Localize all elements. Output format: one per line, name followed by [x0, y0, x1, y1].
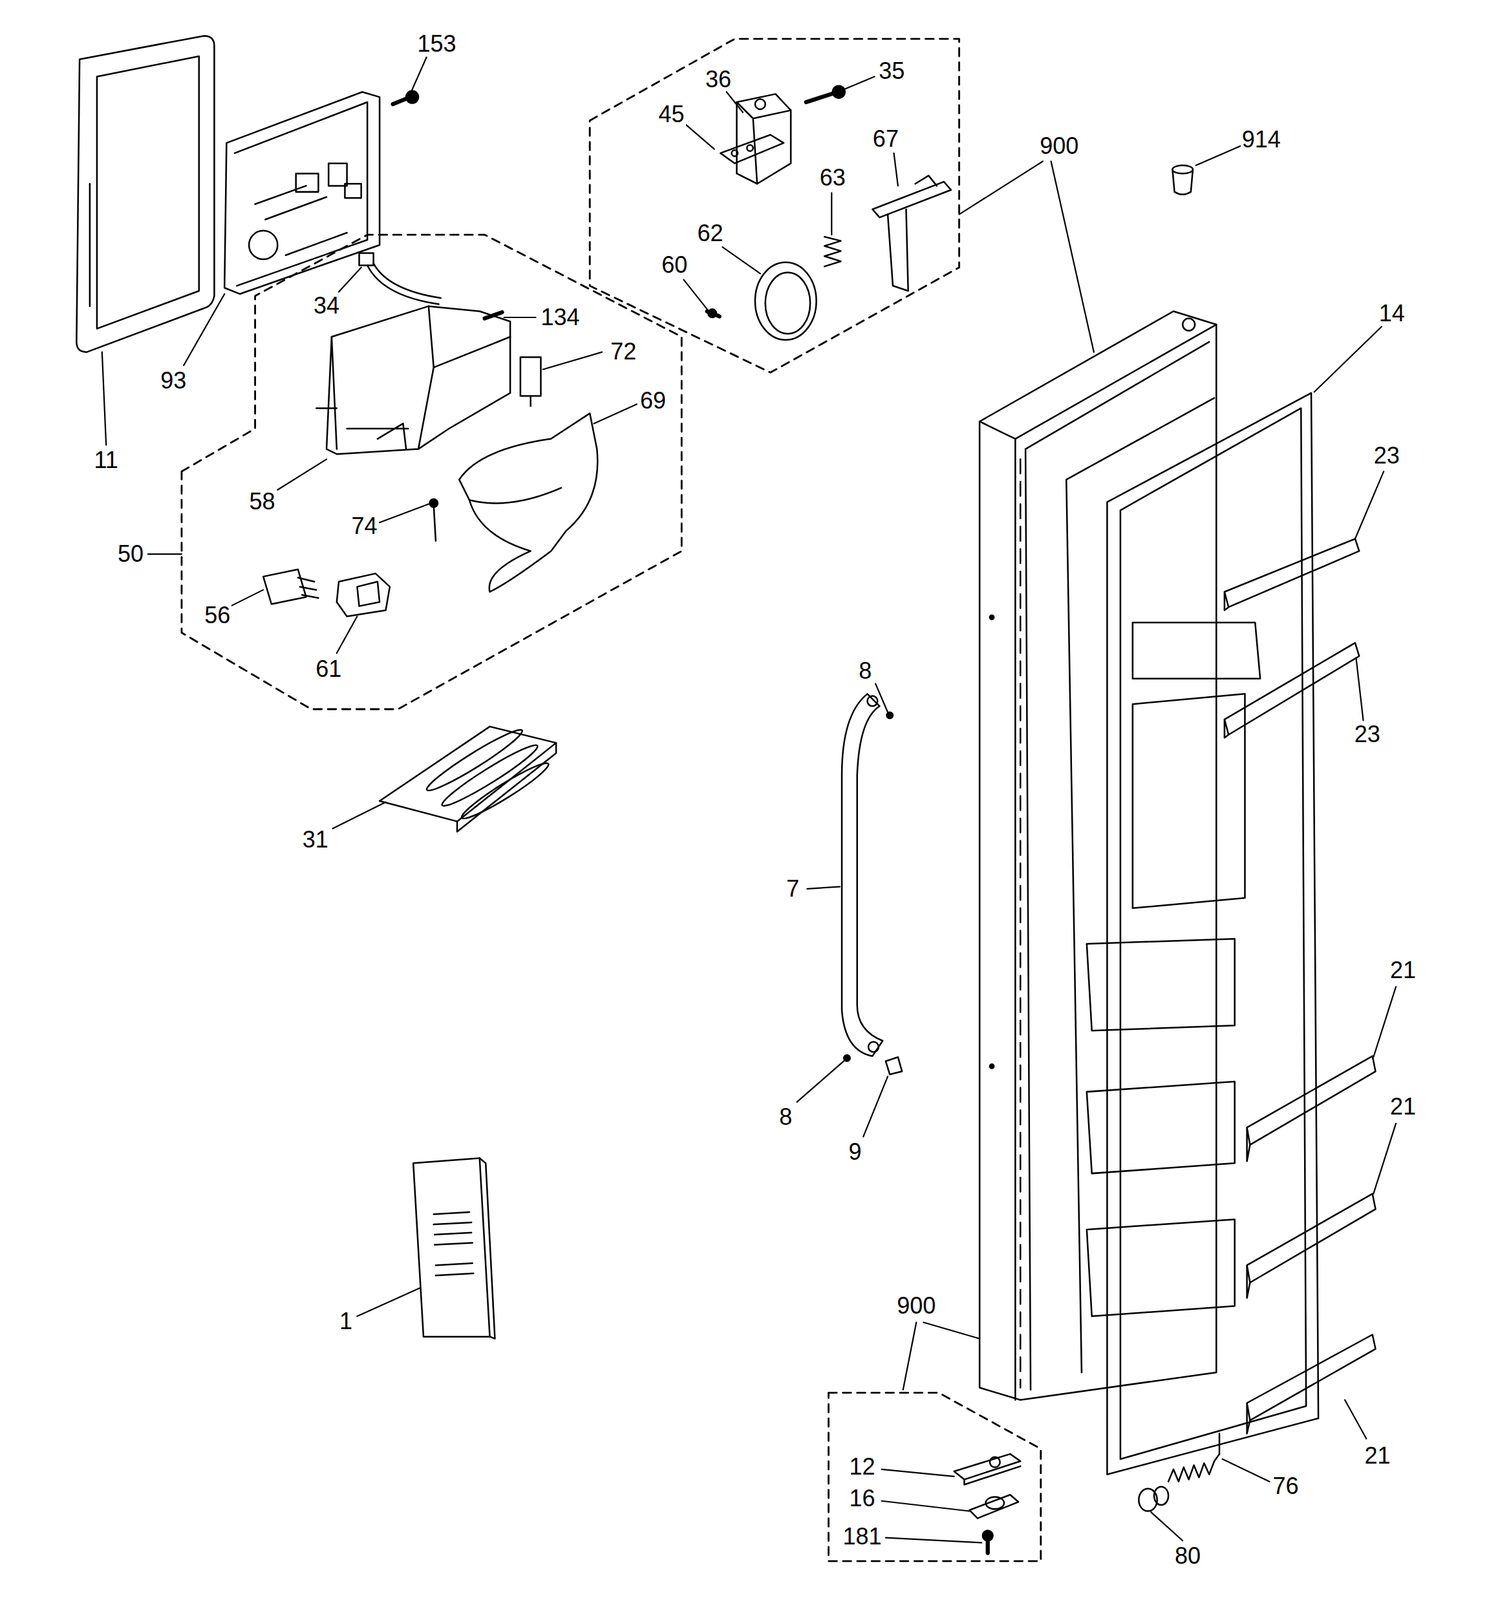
callout-number: 35 [877, 59, 906, 83]
callout-number: 45 [656, 102, 686, 127]
callout-number: 69 [638, 389, 668, 413]
callout-number: 134 [539, 305, 581, 330]
callout-number: 62 [695, 221, 725, 246]
callout-number: 50 [116, 542, 145, 566]
callout-number: 67 [871, 127, 900, 151]
callout-number: 23 [1353, 722, 1382, 747]
callout-number: 16 [848, 1487, 877, 1511]
callout-number: 80 [1173, 1544, 1202, 1568]
callout-number: 14 [1377, 301, 1407, 326]
callout-number: 56 [203, 603, 232, 628]
callout-number: 76 [1271, 1474, 1301, 1499]
callout-number: 21 [1363, 1444, 1393, 1468]
callout-number: 58 [248, 490, 277, 514]
callout-number: 1 [338, 1309, 354, 1334]
callout-number: 93 [159, 369, 188, 393]
callout-number: 23 [1372, 444, 1402, 468]
callout-number: 36 [704, 67, 733, 92]
callout-number: 34 [312, 294, 341, 318]
callout-number: 181 [841, 1525, 884, 1549]
callout-number: 63 [818, 166, 847, 190]
callout-number: 72 [609, 340, 638, 364]
callout-number: 61 [314, 657, 343, 681]
callout-number: 60 [660, 253, 689, 277]
callout-number: 31 [301, 828, 330, 852]
callout-number: 74 [349, 514, 379, 538]
callout-number: 914 [1240, 128, 1283, 152]
callout-number: 8 [777, 1105, 794, 1129]
callout-number: 900 [895, 1294, 937, 1318]
callout-number: 7 [784, 877, 801, 901]
callout-number: 11 [92, 448, 119, 472]
callout-number: 153 [415, 32, 458, 56]
callout-number: 8 [857, 659, 873, 683]
callout-number: 900 [1038, 134, 1080, 158]
callout-number: 21 [1388, 1095, 1418, 1119]
callout-number: 9 [847, 1140, 864, 1164]
callout-number: 21 [1388, 958, 1418, 983]
callout-number: 12 [848, 1455, 877, 1479]
